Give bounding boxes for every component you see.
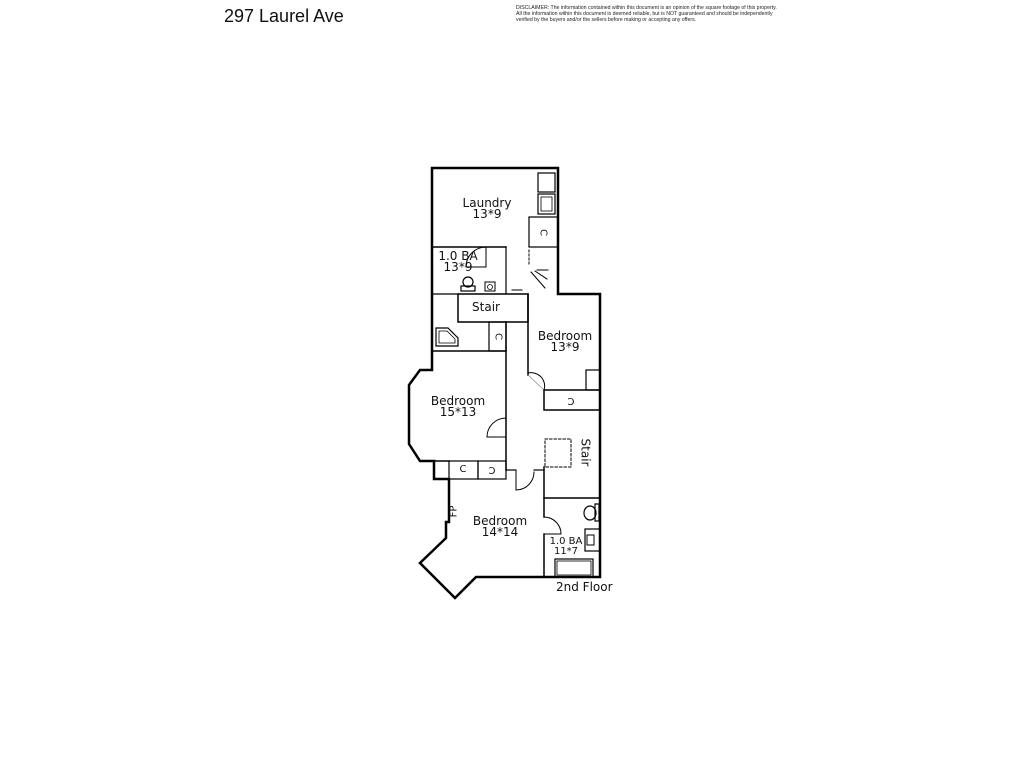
closet-label: C <box>492 333 504 340</box>
disclaimer-line: verified by the buyers and/or the seller… <box>516 17 697 24</box>
room-size: 13*9 <box>550 340 580 354</box>
room-bedroom-left: Bedroom 15*13 <box>424 394 492 419</box>
room-name: Stair <box>472 300 500 314</box>
room-bath-lower: 1.0 BA 11*7 <box>548 537 584 557</box>
room-bedroom-bottom: Bedroom 14*14 <box>466 514 534 539</box>
room-name: Bedroom <box>472 514 528 528</box>
room-size: 13*9 <box>443 260 473 274</box>
disclaimer-line: All the information within this document… <box>516 11 773 18</box>
room-size: 15*13 <box>439 405 477 419</box>
exterior-wall <box>407 166 602 600</box>
room-name: Stair <box>578 438 593 467</box>
disclaimer: DISCLAIMER: The information contained wi… <box>516 5 816 24</box>
closet-label: C <box>567 395 575 406</box>
room-size: 11*7 <box>553 546 579 557</box>
room-name: Bedroom <box>537 329 593 343</box>
room-bath-upper: 1.0 BA 13*9 <box>430 249 486 274</box>
fireplace-label: FP <box>448 505 460 518</box>
room-size: 14*14 <box>481 525 519 539</box>
closet-label: C <box>459 464 467 475</box>
room-name: Bedroom <box>430 394 486 408</box>
room-name: Laundry <box>462 196 512 210</box>
room-stair-upper: Stair <box>460 300 512 314</box>
disclaimer-line: DISCLAIMER: The information contained wi… <box>516 5 777 11</box>
floor-label: 2nd Floor <box>556 580 613 594</box>
closet-label: C <box>537 229 549 236</box>
room-stair-right: Stair <box>578 433 593 473</box>
room-name: 1.0 BA <box>438 249 478 263</box>
room-laundry: Laundry 13*9 <box>452 196 522 221</box>
room-name: 1.0 BA <box>549 536 583 547</box>
room-size: 13*9 <box>472 207 502 221</box>
room-bedroom-right: Bedroom 13*9 <box>531 329 599 354</box>
closet-label: C <box>488 464 496 475</box>
property-address: 297 Laurel Ave <box>224 6 344 26</box>
